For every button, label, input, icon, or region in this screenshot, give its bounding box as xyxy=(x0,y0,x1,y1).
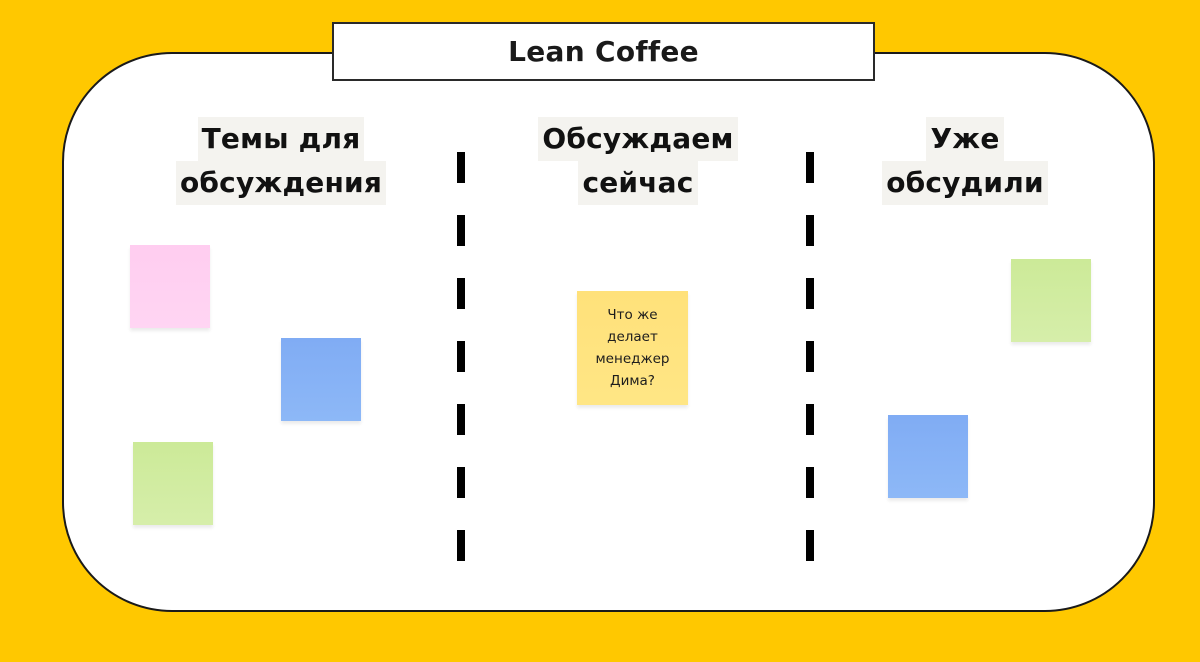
sticky-note-blue[interactable] xyxy=(281,338,361,421)
sticky-note-green[interactable] xyxy=(133,442,213,525)
column-heading-discussing-now: Обсуждаем сейчас xyxy=(523,117,753,205)
column-heading-discussing-now-line1: Обсуждаем xyxy=(538,117,738,161)
sticky-note-yellow[interactable]: Что же делает менеджер Дима? xyxy=(577,291,688,405)
board-title: Lean Coffee xyxy=(508,35,699,68)
sticky-note-green[interactable] xyxy=(1011,259,1091,342)
sticky-note-pink[interactable] xyxy=(130,245,210,328)
column-divider-right xyxy=(806,152,814,562)
column-heading-topics-line1: Темы для xyxy=(197,117,365,161)
column-heading-topics: Темы для обсуждения xyxy=(166,117,396,205)
board-title-frame[interactable]: Lean Coffee xyxy=(332,22,875,81)
column-heading-done-line1: Уже xyxy=(926,117,1004,161)
column-divider-left xyxy=(457,152,465,562)
sticky-note-text: Что же делает менеджер Дима? xyxy=(595,307,670,389)
column-heading-done: Уже обсудили xyxy=(850,117,1080,205)
column-heading-topics-line2: обсуждения xyxy=(175,161,387,205)
column-heading-done-line2: обсудили xyxy=(882,161,1048,205)
column-heading-discussing-now-line2: сейчас xyxy=(578,161,698,205)
sticky-note-blue[interactable] xyxy=(888,415,968,498)
